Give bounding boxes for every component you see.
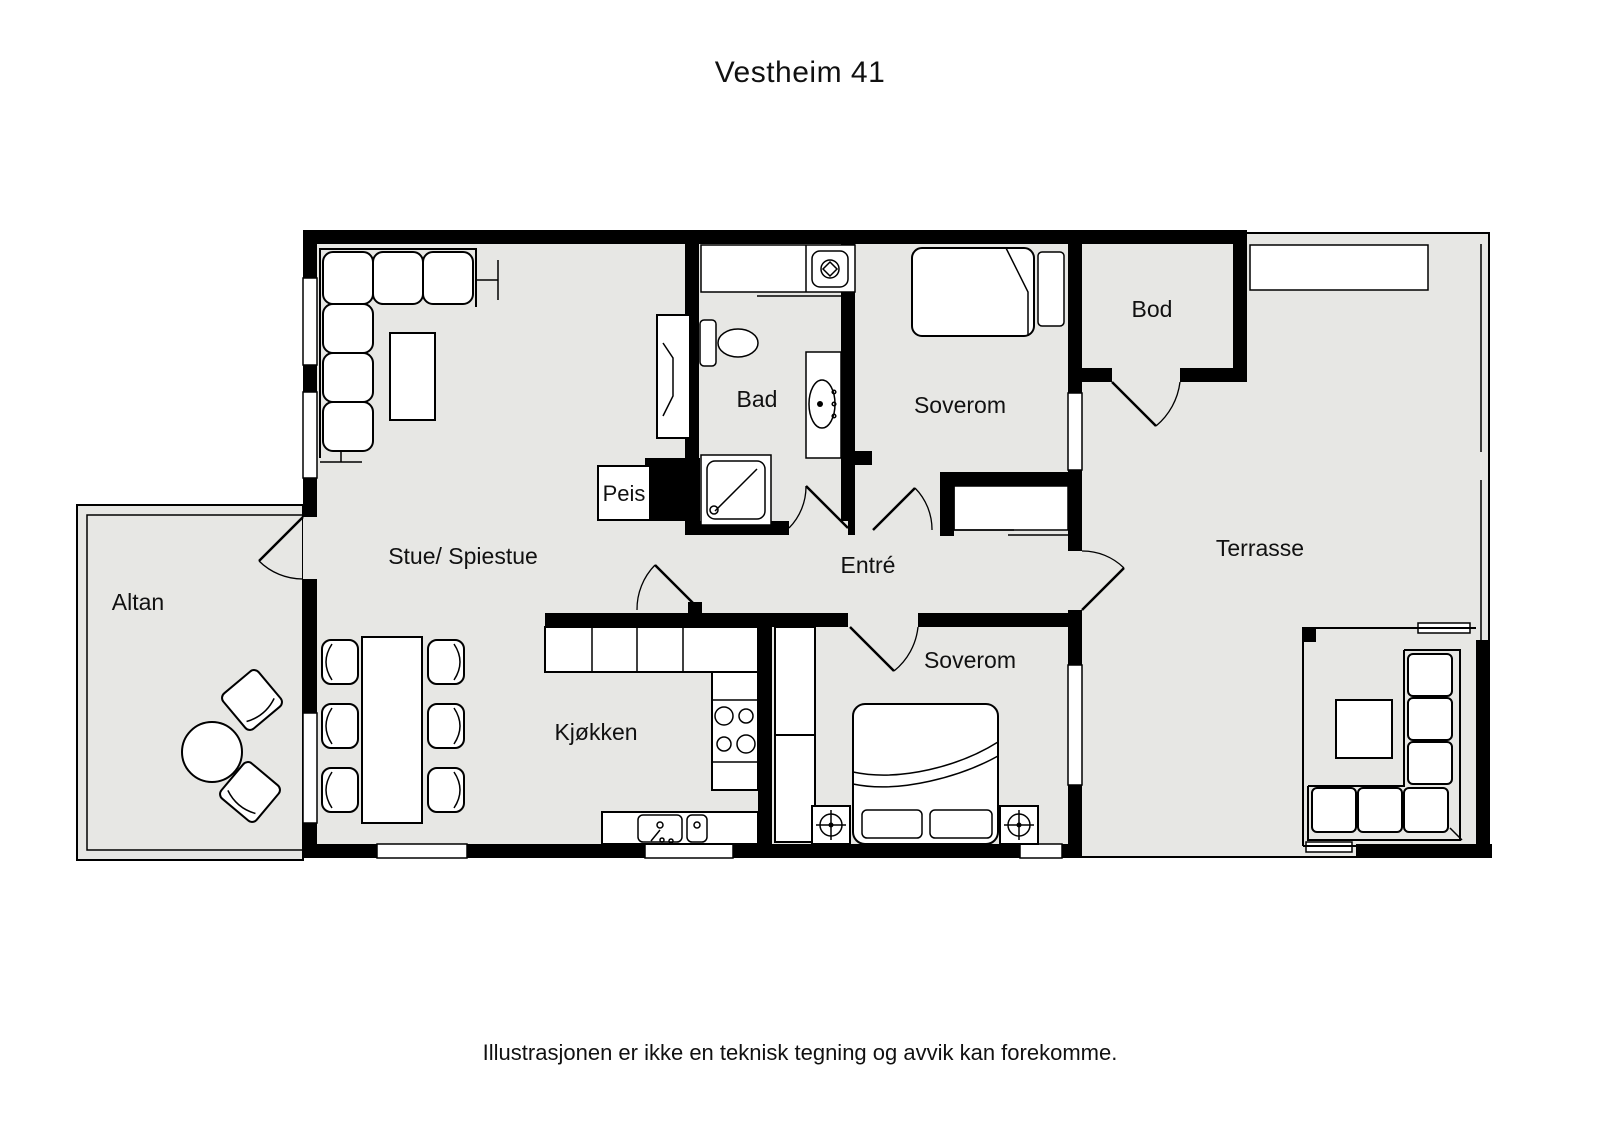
kitchen-cabinets [544,626,759,791]
tv-bench [656,314,691,439]
wall-outdoor-corner [1302,628,1316,642]
window-bottom-kitchen [644,843,734,859]
balcony-chair [219,761,281,823]
headboard [1037,251,1065,327]
dining-chairs [321,639,465,813]
wall-kitchen-right [758,627,772,844]
terrace-outline [1082,232,1490,858]
wall-bath-right [841,244,855,521]
wall-outdoor-right [1476,640,1490,858]
balcony-table [181,721,243,783]
window-bedroom-top [1067,392,1083,471]
door-bedroom-top [872,487,933,531]
wall-storage-right [1233,230,1247,382]
toilet [699,319,759,367]
room-labels: Stue/ Spiestue Kjøkken Bad Entré Soverom… [112,296,1304,745]
fireplace-label-box [597,465,651,521]
door-storage [1111,381,1181,427]
storage-label: Bod [1132,296,1173,322]
pillow [929,809,993,839]
door-gaps [303,368,1180,610]
dining-chair [427,703,465,749]
walls [303,230,1492,858]
balcony-floor [77,505,303,860]
bedroom-bottom-label: Soverom [924,647,1016,673]
nightstand-lamp [811,805,851,845]
window-living-1 [302,277,318,366]
wall-closet-left [940,472,954,536]
dining-table [361,636,423,824]
dining-chair [321,767,359,813]
door-bathroom [788,485,849,529]
window-living-2 [302,391,318,479]
shower [700,454,772,526]
kitchen-sink-counter [601,811,759,845]
washing-machine [811,250,849,288]
page-title: Vestheim 41 [714,56,886,89]
vanity-sink [805,351,842,459]
fireplace-label: Peis [603,481,646,506]
kitchen-label: Kjøkken [554,719,637,745]
kitchen-door-hinge [688,602,702,615]
outdoor-sofa [1307,649,1463,841]
door-bedroom-bottom [849,626,919,672]
window-bottom-living [376,843,468,859]
wall-mid-left [545,613,848,627]
balcony-label: Altan [112,589,164,615]
doors [258,381,1181,672]
wall-outdoor-bottom [1356,844,1492,858]
wardrobe [774,626,816,843]
wall-bath-left [685,244,699,521]
door-terrace [1081,550,1125,611]
entry-closet [953,485,1069,536]
bedroom-top-label: Soverom [914,392,1006,418]
storage-floor [1082,244,1233,368]
wall-closet-top [940,472,1068,486]
nightstand-lamp [999,805,1039,845]
living-room-label: Stue/ Spiestue [388,543,538,569]
fireplace-block [645,458,700,521]
outdoor-lounge-zone [1302,627,1476,847]
dining-chair [321,703,359,749]
balcony-chair [221,669,283,731]
window-living-3 [302,712,318,824]
window-bedroom-bottom [1067,664,1083,786]
wall-bedroom-top-stub [855,451,872,465]
stove [712,699,758,763]
double-bed [852,703,999,845]
entry-label: Entré [841,552,896,578]
door-balcony [258,516,304,580]
terrace-bench [1249,244,1429,291]
bathroom-label: Bad [737,386,778,412]
window-bottom-bedroom [1019,843,1063,859]
dining-chair [427,767,465,813]
wall-top [303,230,1247,244]
disclaimer-text: Illustrasjonen er ikke en teknisk tegnin… [482,1040,1118,1065]
outdoor-table [1335,699,1393,759]
dining-chair [321,639,359,685]
pillow [861,809,923,839]
single-bed [911,247,1065,337]
corner-sofa [319,248,499,463]
terrace-label: Terrasse [1216,535,1304,561]
wall-mid-right [918,613,1068,627]
coffee-table [389,332,436,421]
terrace-floor-left [1082,382,1247,857]
door-kitchen [636,564,701,611]
dining-chair [427,639,465,685]
